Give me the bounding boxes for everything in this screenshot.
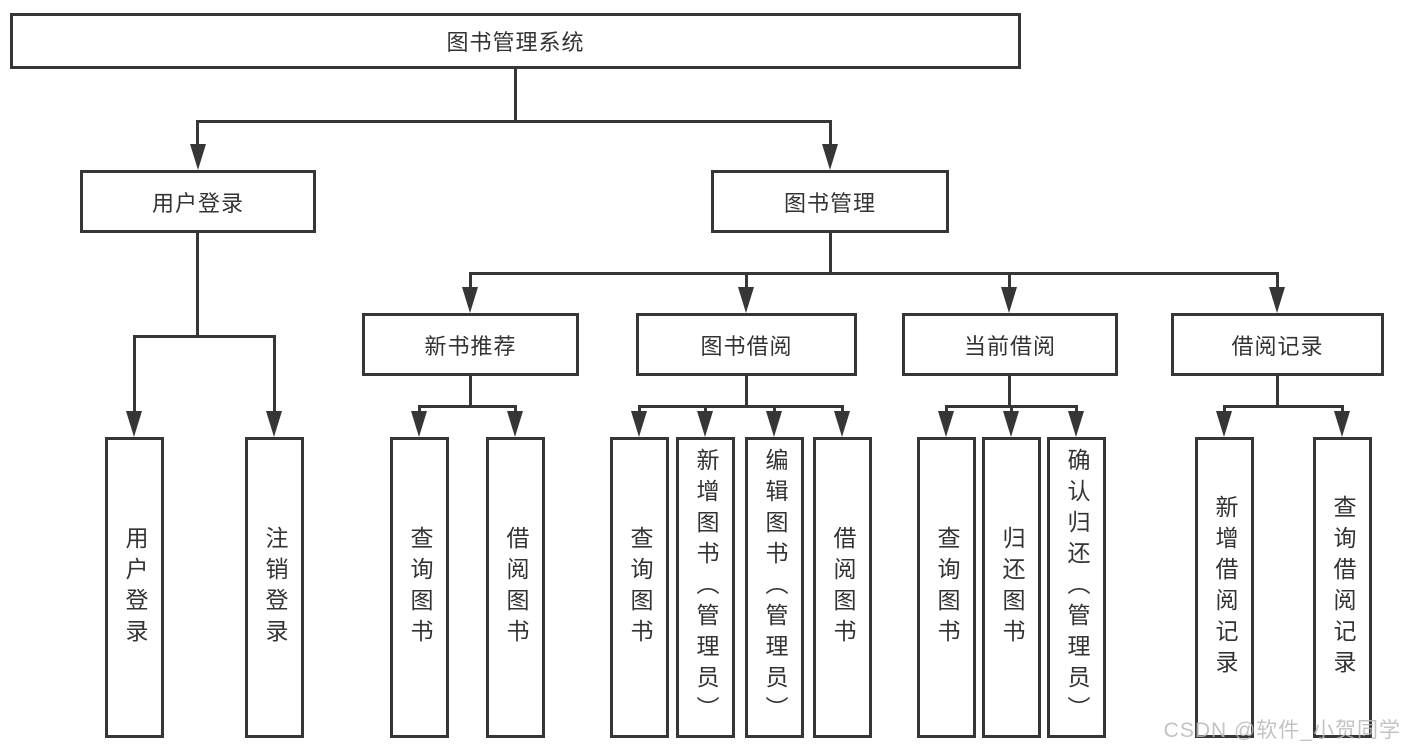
connector-stem-level3 (1008, 272, 1011, 289)
leaf-current-return: 归还图书 (982, 437, 1041, 738)
leaf-current-query-label: 查询图书 (934, 525, 960, 650)
connector-userlogin-stem (196, 233, 199, 337)
arrow-down-icon (462, 287, 478, 313)
connector-rail-newbook (418, 405, 517, 408)
leaf-user-login-label: 用户登录 (122, 525, 148, 650)
arrow-down-icon (822, 144, 838, 170)
node-root-label: 图书管理系统 (446, 30, 585, 55)
arrow-down-icon (697, 411, 713, 437)
node-current-borrow: 当前借阅 (902, 313, 1118, 376)
connector-stem-leaf (1341, 405, 1344, 415)
connector-records-stem (1276, 376, 1279, 408)
connector-rail-userlogin (133, 335, 276, 338)
leaf-newbook-query: 查询图书 (390, 437, 449, 738)
arrow-down-icon (1216, 411, 1232, 437)
csdn-watermark: CSDN @软件_小贺同学 (1163, 719, 1401, 742)
connector-stem-leaf (1075, 405, 1078, 415)
connector-rail-level3 (469, 272, 1279, 275)
leaf-borrow-book-label: 借阅图书 (830, 525, 856, 650)
arrow-down-icon (938, 411, 954, 437)
connector-root-stem (514, 68, 517, 123)
leaf-current-return-label: 归还图书 (999, 525, 1025, 650)
connector-stem-leaf (514, 405, 517, 415)
connector-stem-leaf (773, 405, 776, 415)
leaf-logout: 注销登录 (245, 437, 304, 738)
node-root: 图书管理系统 (10, 13, 1021, 69)
arrow-down-icon (1068, 411, 1084, 437)
arrow-down-icon (126, 411, 142, 437)
leaf-record-add-label: 新增借阅记录 (1212, 494, 1238, 681)
connector-stem-user-login (196, 120, 199, 147)
leaf-current-confirm-admin: 确认归还（管理员） (1047, 437, 1106, 738)
leaf-record-query: 查询借阅记录 (1313, 437, 1372, 738)
leaf-record-add: 新增借阅记录 (1195, 437, 1254, 738)
connector-stem-leaf (1223, 405, 1226, 415)
connector-stem-level3 (469, 272, 472, 289)
connector-stem-leaf (273, 335, 276, 413)
connector-stem-leaf (418, 405, 421, 415)
arrow-down-icon (1001, 287, 1017, 313)
leaf-record-query-label: 查询借阅记录 (1330, 494, 1356, 681)
leaf-user-login: 用户登录 (105, 437, 164, 738)
leaf-logout-label: 注销登录 (262, 525, 288, 650)
arrow-down-icon (738, 287, 754, 313)
connector-stem-leaf (841, 405, 844, 415)
connector-rail-bookborrow (638, 405, 844, 408)
arrow-down-icon (631, 411, 647, 437)
leaf-borrow-query-label: 查询图书 (627, 525, 653, 650)
node-user-login-label: 用户登录 (151, 190, 244, 216)
connector-stem-book-management (829, 120, 832, 147)
node-borrow-records: 借阅记录 (1171, 313, 1384, 376)
node-new-book-recommend-label: 新书推荐 (424, 333, 517, 359)
connector-bookborrow-stem (745, 376, 748, 408)
leaf-newbook-borrow-label: 借阅图书 (503, 525, 529, 650)
leaf-borrow-edit-admin-label: 编辑图书（管理员） (762, 448, 788, 727)
node-book-borrow: 图书借阅 (636, 313, 857, 376)
arrow-down-icon (766, 411, 782, 437)
leaf-current-confirm-admin-label: 确认归还（管理员） (1064, 448, 1090, 727)
leaf-borrow-query: 查询图书 (610, 437, 669, 738)
connector-stem-leaf (704, 405, 707, 415)
node-user-login: 用户登录 (80, 170, 316, 233)
node-borrow-records-label: 借阅记录 (1231, 333, 1324, 359)
arrow-down-icon (1334, 411, 1350, 437)
leaf-borrow-add-admin-label: 新增图书（管理员） (693, 448, 719, 727)
node-book-management: 图书管理 (711, 170, 949, 233)
connector-rail-records (1223, 405, 1344, 408)
connector-stem-leaf (133, 335, 136, 413)
connector-currentborrow-stem (1008, 376, 1011, 408)
leaf-borrow-add-admin: 新增图书（管理员） (676, 437, 735, 738)
connector-stem-level3 (745, 272, 748, 289)
connector-rail-level2 (196, 120, 832, 123)
node-book-borrow-label: 图书借阅 (700, 333, 793, 359)
leaf-newbook-borrow: 借阅图书 (486, 437, 545, 738)
leaf-borrow-edit-admin: 编辑图书（管理员） (745, 437, 804, 738)
connector-stem-leaf (945, 405, 948, 415)
connector-stem-level3 (1276, 272, 1279, 289)
node-new-book-recommend: 新书推荐 (362, 313, 579, 376)
connector-bookmgmt-stem (829, 233, 832, 274)
arrow-down-icon (834, 411, 850, 437)
arrow-down-icon (507, 411, 523, 437)
arrow-down-icon (1003, 411, 1019, 437)
arrow-down-icon (1269, 287, 1285, 313)
connector-stem-leaf (638, 405, 641, 415)
leaf-borrow-book: 借阅图书 (813, 437, 872, 738)
connector-stem-leaf (1010, 405, 1013, 415)
leaf-newbook-query-label: 查询图书 (407, 525, 433, 650)
connector-newbook-stem (469, 376, 472, 408)
arrow-down-icon (266, 411, 282, 437)
arrow-down-icon (411, 411, 427, 437)
leaf-current-query: 查询图书 (917, 437, 976, 738)
arrow-down-icon (190, 144, 206, 170)
node-current-borrow-label: 当前借阅 (963, 333, 1056, 359)
node-book-management-label: 图书管理 (783, 190, 876, 216)
